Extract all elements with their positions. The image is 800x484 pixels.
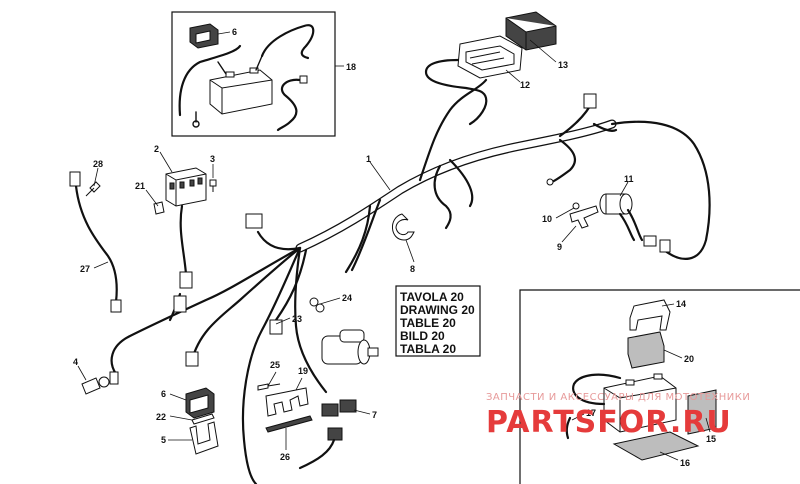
title-line-2: DRAWING 20 — [400, 303, 475, 317]
battery-cover-20 — [627, 331, 665, 369]
callout-7: 7 — [372, 410, 377, 420]
drawing-title-box — [395, 285, 481, 357]
battery-pad-16 — [612, 431, 700, 461]
fuse-box-connector — [179, 271, 193, 289]
screw-25 — [257, 383, 281, 391]
watermark-brand: PARTSFOR.RU — [486, 405, 732, 440]
callout-6-lower: 6 — [161, 389, 166, 399]
callout-20: 20 — [684, 354, 694, 364]
title-line-4: BILD 20 — [400, 329, 445, 343]
battery-inset-frame — [519, 289, 800, 484]
bracket-19 — [265, 387, 309, 417]
callout-15: 15 — [706, 434, 716, 444]
watermark-tagline: ЗАПЧАСТИ И АКСЕССУАРЫ ДЛЯ МОТОТЕХНИКИ — [486, 392, 750, 403]
sensor-cable-top-connector — [69, 171, 81, 187]
nut-24 — [315, 303, 325, 313]
callout-2: 2 — [154, 144, 159, 154]
fixing-22 — [191, 413, 215, 425]
harness-connector-upper — [245, 213, 263, 229]
clip-21 — [153, 201, 165, 215]
inset-battery — [209, 55, 273, 115]
callout-13: 13 — [558, 60, 568, 70]
fuse-box — [165, 167, 207, 207]
pad-26 — [265, 415, 313, 433]
harness-connector-mid — [185, 351, 199, 367]
bracket-9 — [569, 205, 599, 229]
screw-28 — [85, 181, 101, 197]
callout-12: 12 — [520, 80, 530, 90]
sensor-cable — [74, 184, 118, 304]
battery-cable-ground — [565, 416, 572, 440]
connector-23 — [269, 319, 283, 335]
callout-6-inset: 6 — [232, 27, 237, 37]
callout-28: 28 — [93, 159, 103, 169]
callout-1: 1 — [366, 154, 371, 164]
callout-22: 22 — [156, 412, 166, 422]
inset-relay — [189, 23, 219, 49]
connectors-7 — [298, 399, 357, 470]
battery — [603, 373, 677, 433]
inset-ring-terminal — [192, 111, 200, 128]
screw-3 — [209, 179, 217, 192]
callout-4: 4 — [73, 357, 78, 367]
inset-cable-b — [260, 24, 315, 60]
callout-3: 3 — [210, 154, 215, 164]
washer-24 — [309, 297, 319, 307]
callout-25: 25 — [270, 360, 280, 370]
title-line-3: TABLE 20 — [400, 316, 456, 330]
callout-21: 21 — [135, 181, 145, 191]
battery-strap-14 — [629, 299, 671, 331]
ignition-coil — [599, 193, 671, 253]
callout-9: 9 — [557, 242, 562, 252]
battery-cable-17 — [572, 373, 622, 406]
callout-5: 5 — [161, 435, 166, 445]
callout-19: 19 — [298, 366, 308, 376]
callout-18: 18 — [346, 62, 356, 72]
callout-26: 26 — [280, 452, 290, 462]
callout-10: 10 — [542, 214, 552, 224]
callout-16: 16 — [680, 458, 690, 468]
leader-lines — [77, 31, 711, 461]
screw-10 — [572, 202, 580, 210]
component-4 — [81, 371, 119, 395]
main-wiring-harness — [110, 78, 711, 484]
battery-pad-15 — [687, 389, 717, 435]
battery-kit-inset-frame — [171, 11, 336, 137]
callout-17: 17 — [586, 408, 596, 418]
voltage-regulator — [457, 35, 523, 79]
sensor-cable-bottom-connector — [110, 299, 122, 313]
relay-lower — [185, 387, 215, 419]
inset-cable-a — [178, 44, 242, 117]
ring-terminal — [546, 178, 554, 186]
fuse-box-connector-2 — [173, 295, 187, 313]
regulator-cable — [424, 58, 488, 126]
callout-14: 14 — [676, 299, 686, 309]
clamp-8 — [392, 213, 415, 241]
title-line-5: TABLA 20 — [400, 342, 456, 356]
harness-connector-right — [583, 93, 597, 109]
callout-8: 8 — [410, 264, 415, 274]
callout-24: 24 — [342, 293, 352, 303]
title-line-1: TAVOLA 20 — [400, 290, 464, 304]
regulator-cover — [505, 11, 557, 51]
starter-motor — [321, 329, 379, 365]
callout-23: 23 — [292, 314, 302, 324]
callout-11: 11 — [624, 174, 634, 184]
relay-holder — [189, 421, 219, 455]
inset-cable-c — [276, 78, 302, 132]
inset-connector — [299, 75, 308, 84]
callout-27: 27 — [80, 264, 90, 274]
